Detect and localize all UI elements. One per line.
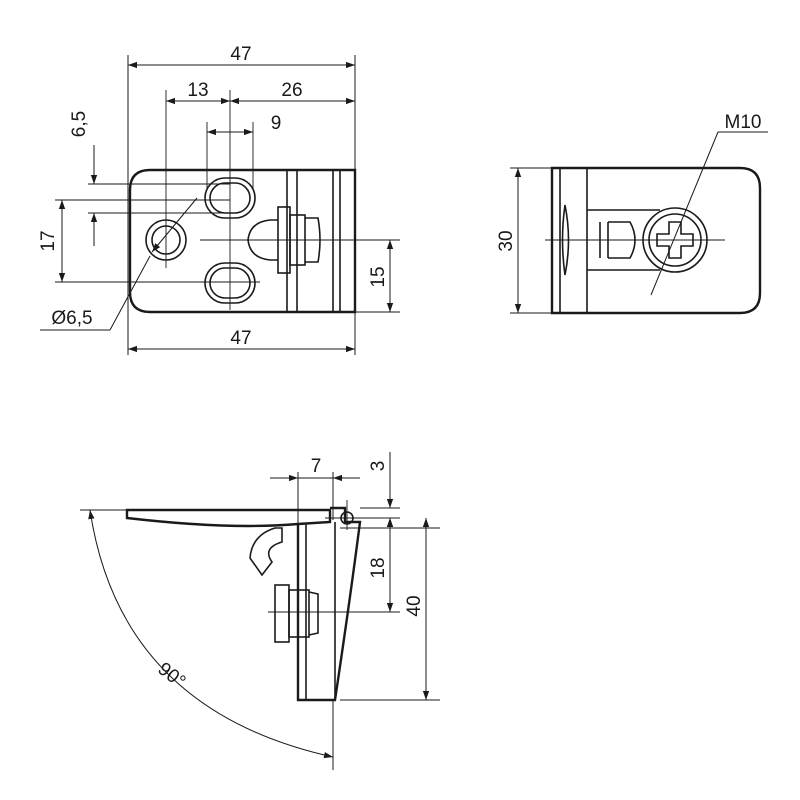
- dim-to-center: 26: [281, 80, 302, 101]
- section-view: 7 3 18 40 90°: [80, 452, 440, 770]
- dim-top-offset: 3: [368, 461, 389, 472]
- dim-slot-width: 9: [271, 113, 282, 134]
- section-clamp-body: [296, 506, 362, 702]
- top-view-centerlines: [55, 90, 400, 313]
- dim-slot-offset: 6,5: [69, 111, 90, 137]
- mounting-plate: [125, 508, 332, 528]
- dim-overall-width-top: 47: [230, 44, 251, 65]
- dim-thread: M10: [725, 112, 762, 133]
- side-view: 30 M10: [496, 112, 768, 315]
- top-view-body: [128, 168, 357, 314]
- clamp-jaw: [286, 169, 341, 313]
- dim-gap: 7: [311, 456, 322, 477]
- section-screw: [274, 584, 319, 643]
- section-hook: [249, 527, 283, 577]
- dim-hole-offset: 13: [187, 80, 208, 101]
- top-view-extension-lines: [127, 55, 356, 355]
- dim-clamp-height: 15: [368, 266, 389, 287]
- top-view: 47 13 26 9 6,5 17 Ø6,5 47 15: [38, 44, 400, 355]
- dim-leader-diameter: [109, 255, 151, 331]
- dim-hole-spacing: 17: [38, 230, 59, 251]
- dim-overall-width-bottom: 47: [230, 328, 251, 349]
- dim-leader-thread: [650, 131, 719, 296]
- dim-angle: 90°: [154, 659, 190, 693]
- dim-pin-height: 18: [368, 557, 389, 578]
- dim-total-height: 40: [404, 595, 425, 616]
- dim-arc-90: [88, 509, 334, 759]
- dim-hole-diameter: Ø6,5: [51, 308, 92, 329]
- side-view-body: [550, 166, 762, 315]
- dim-height: 30: [496, 230, 517, 251]
